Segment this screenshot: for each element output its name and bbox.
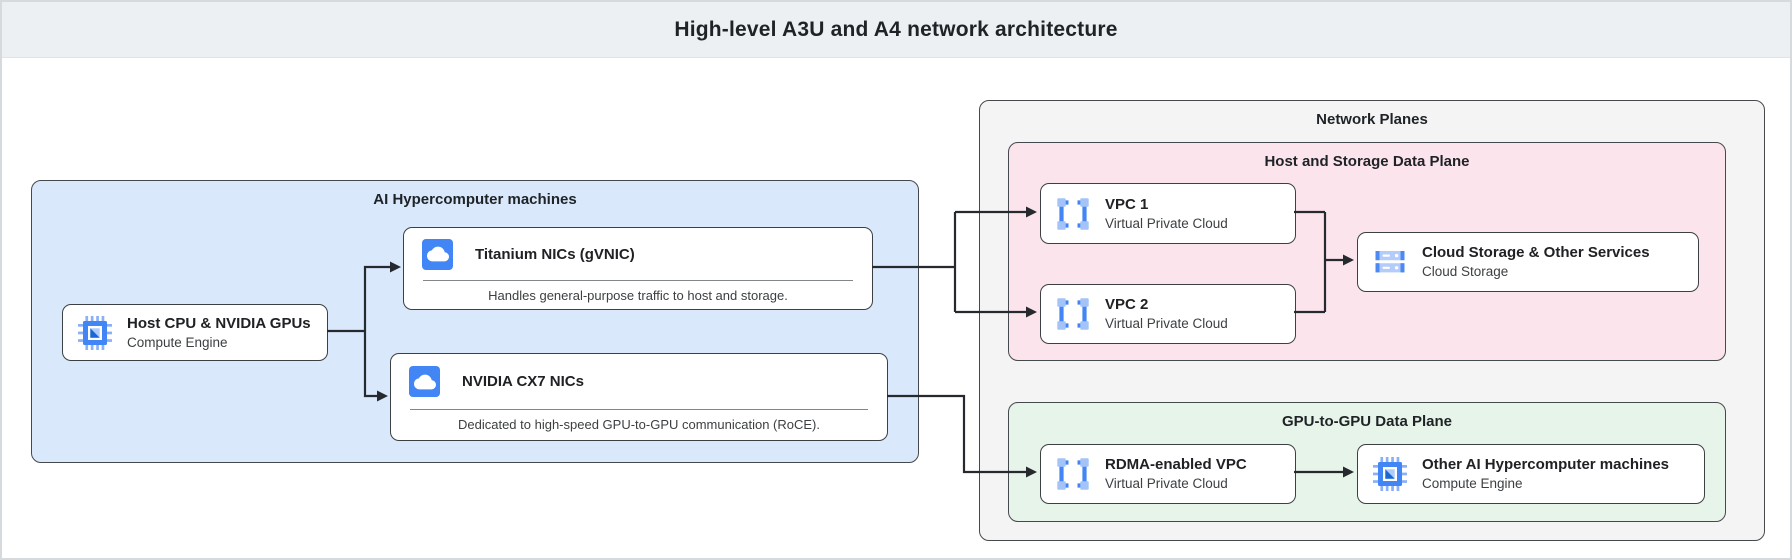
node-host-cpu: Host CPU & NVIDIA GPUs Compute Engine bbox=[62, 304, 328, 361]
node-nvidia-cx7-nics: NVIDIA CX7 NICs Dedicated to high-speed … bbox=[390, 353, 888, 441]
node-rdma-enabled-vpc: RDMA-enabled VPC Virtual Private Cloud bbox=[1040, 444, 1296, 504]
node-other-ai-hypercomputer-machines: Other AI Hypercomputer machines Compute … bbox=[1357, 444, 1705, 504]
vpc-icon bbox=[1056, 197, 1090, 231]
node-title: Cloud Storage & Other Services bbox=[1422, 244, 1650, 261]
node-description: Dedicated to high-speed GPU-to-GPU commu… bbox=[458, 417, 820, 432]
node-titanium-nics: Titanium NICs (gVNIC) Handles general-pu… bbox=[403, 227, 873, 310]
page-title: High-level A3U and A4 network architectu… bbox=[674, 17, 1118, 41]
node-cloud-storage: Cloud Storage & Other Services Cloud Sto… bbox=[1357, 232, 1699, 292]
group-label: AI Hypercomputer machines bbox=[373, 191, 577, 208]
node-subtitle: Cloud Storage bbox=[1422, 264, 1509, 279]
node-title: Titanium NICs (gVNIC) bbox=[475, 245, 635, 263]
node-subtitle: Compute Engine bbox=[127, 334, 228, 350]
node-title: VPC 2 bbox=[1105, 296, 1149, 313]
node-vpc-1: VPC 1 Virtual Private Cloud bbox=[1040, 183, 1296, 244]
group-gpu-to-gpu-data-plane: GPU-to-GPU Data Plane RDMA-enabled V bbox=[1008, 402, 1726, 522]
group-label: Host and Storage Data Plane bbox=[1264, 153, 1470, 170]
cloud-nic-icon bbox=[409, 366, 440, 397]
node-subtitle: Virtual Private Cloud bbox=[1105, 215, 1228, 231]
group-network-planes: Network Planes Host and Storage Data Pla… bbox=[979, 100, 1765, 541]
vpc-icon bbox=[1056, 457, 1090, 491]
diagram-header: High-level A3U and A4 network architectu… bbox=[2, 2, 1790, 58]
node-subtitle: Compute Engine bbox=[1422, 476, 1523, 491]
node-title: Host CPU & NVIDIA GPUs bbox=[127, 314, 311, 332]
node-description: Handles general-purpose traffic to host … bbox=[488, 288, 788, 303]
group-label: GPU-to-GPU Data Plane bbox=[1281, 413, 1453, 430]
cloud-nic-icon bbox=[422, 238, 453, 270]
node-title: VPC 1 bbox=[1105, 195, 1149, 213]
compute-engine-icon bbox=[78, 315, 112, 350]
node-title: RDMA-enabled VPC bbox=[1105, 456, 1247, 473]
node-vpc-2: VPC 2 Virtual Private Cloud bbox=[1040, 284, 1296, 344]
compute-engine-icon bbox=[1373, 457, 1407, 491]
node-subtitle: Virtual Private Cloud bbox=[1105, 316, 1228, 331]
group-host-storage-data-plane: Host and Storage Data Plane VPC 1 bbox=[1008, 142, 1726, 361]
vpc-icon bbox=[1056, 297, 1090, 331]
node-subtitle: Virtual Private Cloud bbox=[1105, 476, 1228, 491]
node-title: Other AI Hypercomputer machines bbox=[1422, 456, 1670, 473]
group-ai-hypercomputer-machines: AI Hypercomputer machines Hos bbox=[31, 180, 919, 463]
cloud-storage-icon bbox=[1373, 245, 1407, 279]
group-label: Network Planes bbox=[1316, 111, 1428, 128]
node-title: NVIDIA CX7 NICs bbox=[462, 373, 584, 390]
